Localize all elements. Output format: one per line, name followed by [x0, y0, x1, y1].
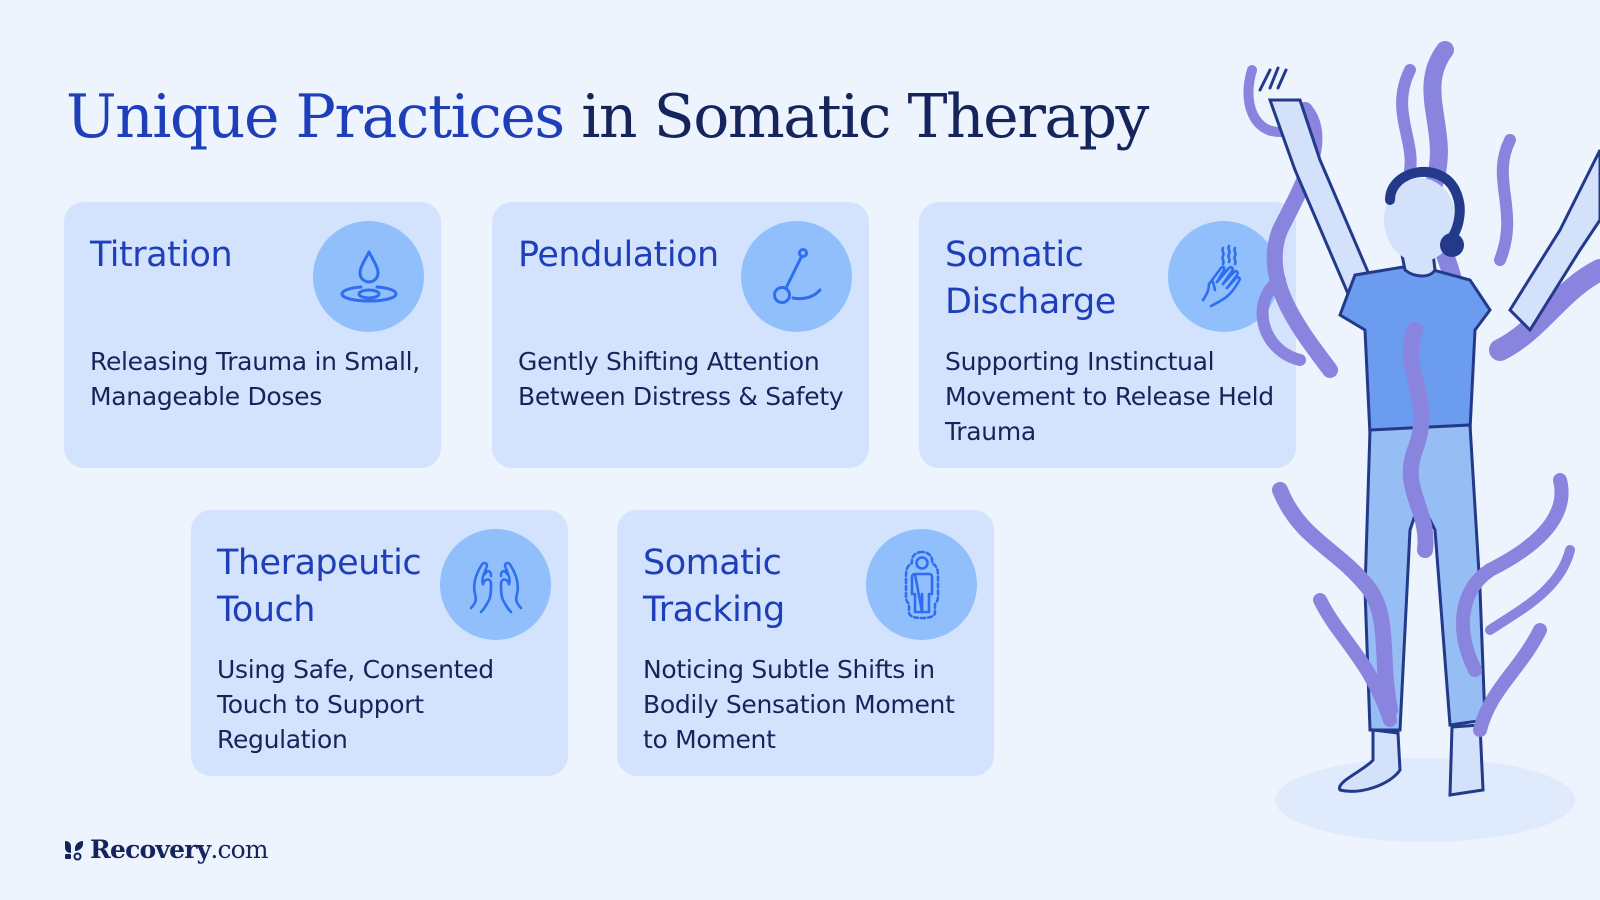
pendulum-icon [772, 247, 821, 304]
card-titration: Titration Releasing Trauma in Small, Man… [64, 202, 441, 468]
title-rest: in Somatic Therapy [563, 82, 1149, 152]
card-title: Pendulation [518, 235, 719, 275]
recovery-leaf-icon [65, 840, 83, 860]
card-somatic-discharge: Somatic Discharge Supporting Instinctual… [919, 202, 1296, 468]
card-title: Somatic Discharge [945, 235, 1116, 322]
card-description: Using Safe, Consented Touch to Support R… [217, 655, 494, 754]
icon-circle [741, 221, 852, 332]
icon-circle [313, 221, 424, 332]
card-title: Therapeutic Touch [217, 543, 422, 630]
icon-circle [866, 529, 977, 640]
card-title: Somatic Tracking [643, 543, 785, 630]
card-description: Supporting Instinctual Movement to Relea… [945, 347, 1274, 446]
card-description: Releasing Trauma in Small, Manageable Do… [90, 347, 420, 411]
card-pendulation: Pendulation Gently Shifting Attention Be… [492, 202, 869, 468]
hand-heat-waves-icon [1201, 244, 1241, 307]
card-title: Titration [90, 235, 233, 275]
card-description: Noticing Subtle Shifts in Bodily Sensati… [643, 655, 955, 754]
logo-brand: Recovery [90, 835, 211, 864]
water-drop-ripple-icon [340, 250, 397, 302]
title-accent: Unique Practices [66, 82, 565, 152]
recovery-logo[interactable]: Recovery.com [64, 835, 269, 864]
card-therapeutic-touch: Therapeutic Touch Using Safe, Consented … [191, 510, 568, 776]
icon-circle [440, 529, 551, 640]
woman-flames-illustration [1243, 41, 1600, 842]
card-somatic-tracking: Somatic Tracking Noticing Subtle Shifts … [617, 510, 994, 776]
cupped-hands-icon [469, 561, 522, 613]
body-outline-icon [904, 550, 939, 619]
card-description: Gently Shifting Attention Between Distre… [518, 347, 844, 411]
page-title: Unique Practices in Somatic Therapy [66, 82, 1149, 152]
logo-domain: .com [210, 835, 268, 864]
